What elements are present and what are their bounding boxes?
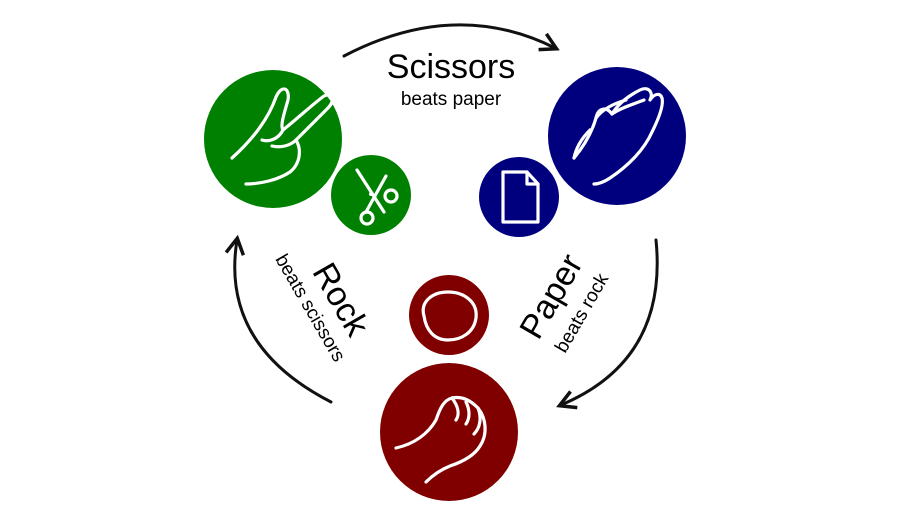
v-sign-hand-icon bbox=[230, 87, 334, 186]
arrow-rock-to-scissors bbox=[235, 240, 333, 404]
open-hand-icon bbox=[572, 87, 664, 186]
paper-object-circle bbox=[479, 157, 559, 237]
paper-hand-circle bbox=[548, 67, 686, 205]
rock-group: Rock beats scissors bbox=[271, 251, 518, 501]
scissors-title: Scissors bbox=[387, 48, 515, 86]
fist-icon bbox=[394, 395, 487, 484]
scissors-subtitle: beats paper bbox=[401, 89, 502, 110]
scissors-group: Scissors beats paper bbox=[204, 48, 515, 235]
document-icon bbox=[501, 170, 540, 224]
arrow-scissors-to-paper bbox=[342, 23, 555, 58]
scissors-icon bbox=[355, 168, 399, 226]
cycle-arrows bbox=[235, 23, 659, 405]
rock-object-circle bbox=[409, 275, 489, 355]
arrow-paper-to-rock bbox=[561, 238, 659, 405]
rock-hand-circle bbox=[380, 363, 518, 501]
rock-icon bbox=[421, 290, 478, 342]
paper-group: Paper beats rock bbox=[479, 67, 686, 356]
